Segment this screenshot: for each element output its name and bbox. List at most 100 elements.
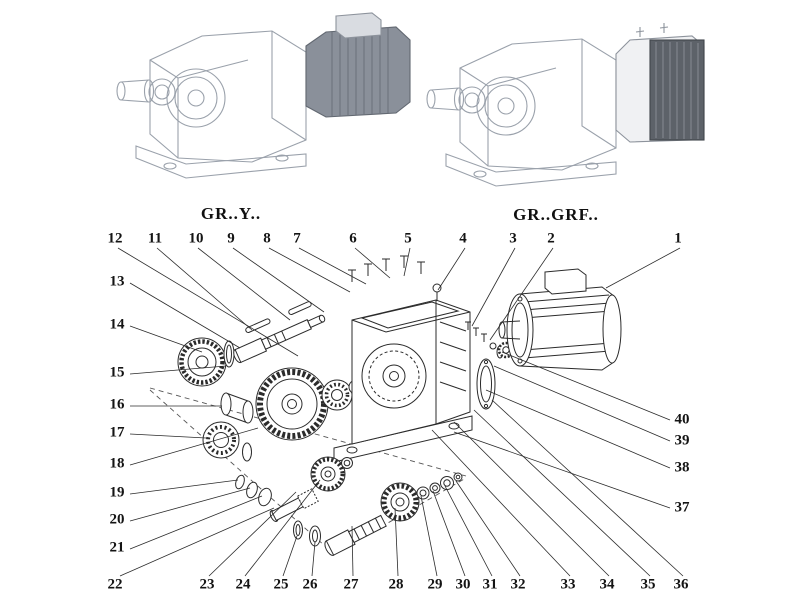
leader-line <box>453 421 610 577</box>
leader-line <box>129 495 263 550</box>
gear-24 <box>310 456 346 492</box>
gearbox-body-drawing-2 <box>459 38 617 171</box>
leader-line <box>493 365 671 442</box>
leader-line <box>437 247 466 291</box>
base-feet-drawing-2 <box>445 153 617 187</box>
part-number-23: 23 <box>199 576 215 593</box>
part-number-17: 17 <box>109 424 125 441</box>
rings-29-32 <box>416 472 463 500</box>
part-number-21: 21 <box>109 539 125 556</box>
ring-gear <box>177 337 227 387</box>
part-number-14: 14 <box>109 316 125 333</box>
motor-bolts <box>465 321 504 359</box>
leader-line <box>351 525 354 577</box>
part-number-2: 2 <box>547 230 555 247</box>
motor-drawing <box>305 12 411 118</box>
leader-line <box>311 541 316 577</box>
cover-screws <box>348 255 425 282</box>
assembled-view-gr-grf <box>426 23 705 187</box>
part-number-22: 22 <box>107 576 123 593</box>
leader-line <box>489 247 554 341</box>
flange-cover <box>476 358 496 410</box>
part-number-30: 30 <box>455 576 471 593</box>
leader-line <box>431 429 571 577</box>
model-label-gr-grf: GR..GRF.. <box>513 205 599 224</box>
leader-line <box>244 479 321 577</box>
part-number-15: 15 <box>109 364 125 381</box>
assembled-view-gr-y <box>116 12 411 179</box>
exploded-view <box>149 255 622 556</box>
leader-line <box>129 479 239 495</box>
part-number-24: 24 <box>235 576 251 593</box>
large-gear <box>255 367 329 441</box>
washers-25-26 <box>293 520 321 547</box>
base-feet-drawing <box>135 145 307 179</box>
motor-exploded <box>498 268 622 371</box>
shaft-key-2 <box>288 301 312 315</box>
leader-line <box>420 495 438 577</box>
output-shaft-drawing <box>116 79 155 103</box>
part-number-27: 27 <box>343 576 359 593</box>
gear-housing <box>333 299 473 463</box>
part-number-10: 10 <box>188 230 204 247</box>
part-number-1: 1 <box>674 230 682 247</box>
part-number-33: 33 <box>560 576 576 593</box>
brake-motor-drawing <box>615 23 705 143</box>
part-number-40: 40 <box>674 411 690 428</box>
leader-line <box>129 487 251 522</box>
seal-ring <box>223 340 235 368</box>
output-shaft-exploded <box>324 514 387 556</box>
part-number-16: 16 <box>109 396 125 413</box>
leader-line <box>403 247 411 277</box>
washers-left <box>235 474 272 507</box>
leader-line <box>282 535 298 577</box>
bearing-mid <box>321 379 353 411</box>
leader-line <box>455 480 521 577</box>
part-number-3: 3 <box>509 230 517 247</box>
leader-line <box>298 247 367 285</box>
pinion-shaft <box>269 488 319 523</box>
leader-line <box>117 247 299 357</box>
part-number-34: 34 <box>599 576 615 593</box>
leader-line <box>473 409 651 577</box>
leader-line <box>129 433 207 439</box>
shim-washer <box>242 442 252 462</box>
part-number-39: 39 <box>674 432 690 449</box>
leader-line <box>208 491 297 577</box>
part-number-11: 11 <box>147 230 163 247</box>
part-number-13: 13 <box>109 273 125 290</box>
part-number-7: 7 <box>293 230 301 247</box>
leader-line <box>432 490 466 577</box>
part-number-19: 19 <box>109 484 125 501</box>
leader-line <box>453 431 671 509</box>
part-number-9: 9 <box>227 230 235 247</box>
part-number-37: 37 <box>674 499 690 516</box>
leader-line <box>268 247 351 293</box>
leader-line <box>394 507 399 577</box>
input-shaft <box>233 314 326 364</box>
part-number-31: 31 <box>482 576 498 593</box>
shaft-key-1 <box>245 318 271 333</box>
leader-line <box>129 282 241 349</box>
leader-line <box>491 399 684 577</box>
leader-line <box>232 247 325 313</box>
part-number-36: 36 <box>673 576 689 593</box>
part-number-5: 5 <box>404 230 412 247</box>
leader-line <box>485 389 671 469</box>
gear-28 <box>380 482 420 522</box>
part-number-18: 18 <box>109 455 125 472</box>
part-number-6: 6 <box>349 230 357 247</box>
model-label-gr-y: GR..Y.. <box>200 204 262 223</box>
output-shaft-drawing-2 <box>426 87 465 111</box>
part-number-29: 29 <box>427 576 443 593</box>
gearbox-body-drawing <box>149 30 307 163</box>
leader-line <box>119 507 275 577</box>
part-number-12: 12 <box>107 230 123 247</box>
part-number-8: 8 <box>263 230 271 247</box>
part-number-20: 20 <box>109 511 125 528</box>
leader-line <box>471 247 516 327</box>
ring-after-gear <box>341 457 353 469</box>
part-number-25: 25 <box>273 576 289 593</box>
